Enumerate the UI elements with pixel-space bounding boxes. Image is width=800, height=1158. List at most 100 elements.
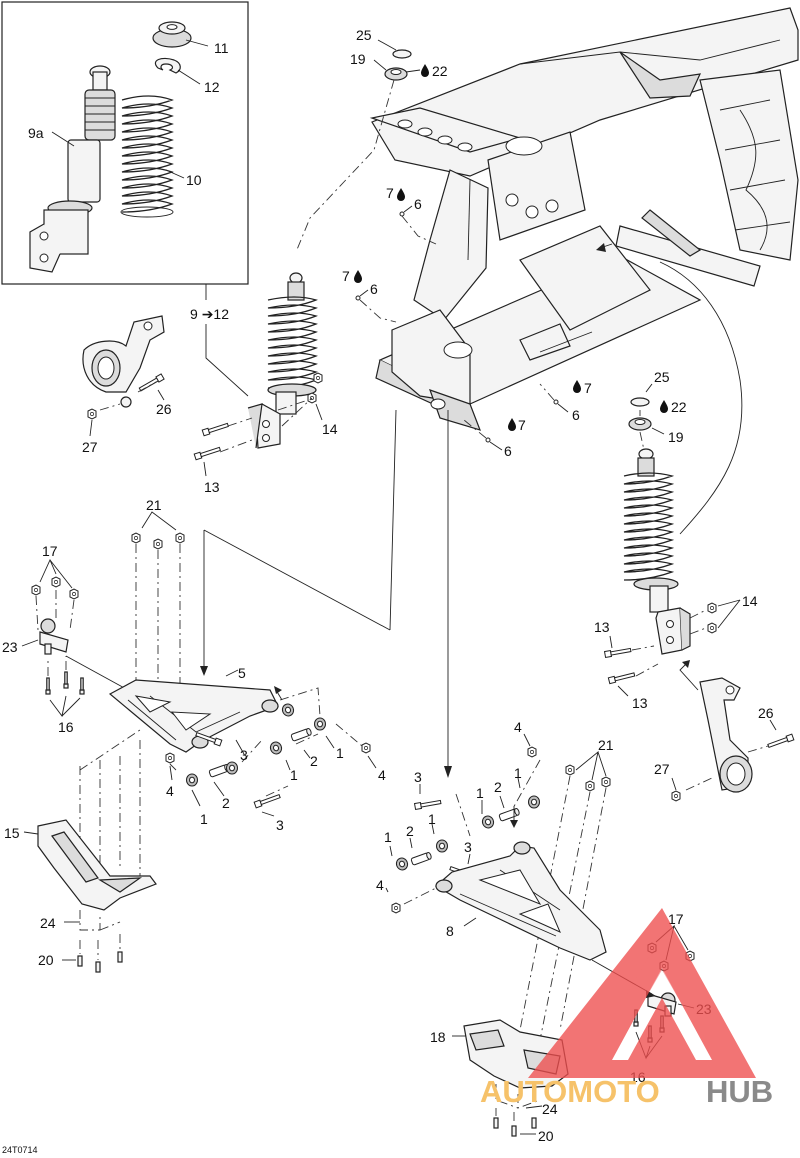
part-19-bushing-left	[384, 67, 408, 81]
callout-7-mid-b: 7	[518, 417, 526, 433]
callout-4-left-b: 4	[166, 783, 174, 799]
part-17-nut-left-b	[51, 576, 61, 588]
callout-1-left-b: 1	[290, 767, 298, 783]
callout-7-upper-a: 7	[386, 185, 394, 201]
part-13-bolt-right-a	[604, 646, 632, 658]
part-8-lower-a-arm-right	[434, 841, 607, 961]
callout-13-right-a: 13	[594, 619, 610, 635]
part-20-screws-right	[493, 1117, 537, 1137]
callout-13-left: 13	[204, 479, 220, 495]
logo-triangle-outer	[528, 908, 756, 1078]
callout-4-right-b: 4	[376, 877, 384, 893]
part-21-nut-left-c	[175, 532, 185, 544]
callout-11: 11	[214, 40, 229, 56]
callout-1-left-a: 1	[336, 745, 344, 761]
callout-3-right-b: 3	[464, 839, 472, 855]
right-steering-knuckle	[699, 677, 753, 793]
callout-6-upper-b: 6	[370, 281, 378, 297]
part-4-nut-right-b	[391, 902, 401, 914]
part-23-ball-joint-left	[39, 618, 69, 655]
callout-22-right: 22	[671, 399, 687, 415]
part-15-skid-plate-left	[37, 819, 157, 911]
callout-6-mid-b: 6	[504, 443, 512, 459]
callout-9a: 9a	[28, 125, 44, 141]
callout-24-right: 24	[542, 1101, 558, 1117]
part-5-lower-a-arm-left	[108, 679, 279, 753]
callout-14-right: 14	[742, 593, 758, 609]
callout-19-left: 19	[350, 51, 366, 67]
automotohub-logo	[528, 908, 756, 1078]
part-9a-shock-absorber	[29, 65, 116, 273]
part-27-nut-left	[87, 408, 97, 420]
inset-box: 11 12 9a 10	[1, 1, 249, 285]
callout-21-right: 21	[598, 737, 614, 753]
part-21-nut-left-b	[153, 538, 163, 550]
callout-2-right-b: 2	[406, 823, 414, 839]
part-21-nut-right-b	[585, 780, 595, 792]
callout-2-left-a: 2	[310, 753, 318, 769]
callout-25-right: 25	[654, 369, 670, 385]
callout-3-left-a: 3	[240, 747, 248, 763]
callout-2-right-a: 2	[494, 779, 502, 795]
part-13-bolt-right-b	[607, 671, 636, 685]
callout-16-left: 16	[58, 719, 74, 735]
callout-4-left-a: 4	[378, 767, 386, 783]
part-12-retainer-clip	[154, 57, 181, 74]
callout-1-right-d: 1	[384, 829, 392, 845]
callout-5: 5	[238, 665, 246, 681]
part-14-nut-right-b	[707, 622, 717, 634]
part-21-nut-left-a	[131, 532, 141, 544]
part-17-nut-left-a	[31, 584, 41, 596]
logo-text-automoto: AUTOMOTO	[480, 1074, 660, 1109]
callout-14-left: 14	[322, 421, 338, 437]
callout-20-right: 20	[538, 1128, 554, 1144]
callout-3-right-a: 3	[414, 769, 422, 785]
callout-18: 18	[430, 1029, 446, 1045]
callout-1-right-b: 1	[514, 765, 522, 781]
left-shock-assembly	[247, 272, 318, 449]
callout-27-right: 27	[654, 761, 670, 777]
callout-4-right-a: 4	[514, 719, 522, 735]
left-steering-knuckle	[82, 315, 165, 408]
right-shock-assembly	[623, 448, 691, 655]
callout-20-left: 20	[38, 952, 54, 968]
callout-7-mid-a: 7	[584, 380, 592, 396]
part-13-bolt-left-b	[193, 445, 222, 461]
callout-1-right-a: 1	[476, 785, 484, 801]
part-13-bolt-left-a	[201, 421, 230, 437]
callout-22-left: 22	[432, 63, 448, 79]
callout-9-arrow-12: 9 ➔12	[190, 306, 229, 322]
part-4-nut-left-b	[165, 752, 175, 764]
callout-3-left-b: 3	[276, 817, 284, 833]
part-26-bolt-right	[766, 733, 795, 750]
callout-17-left: 17	[42, 543, 58, 559]
part-17-nut-left-c	[69, 588, 79, 600]
vehicle-frame	[369, 7, 799, 431]
part-4-nut-left-a	[361, 742, 371, 754]
callout-2-left-b: 2	[222, 795, 230, 811]
callout-27-left: 27	[82, 439, 98, 455]
callout-10: 10	[186, 172, 202, 188]
callout-1-left-c: 1	[200, 811, 208, 827]
callout-23-left: 23	[2, 639, 18, 655]
part-11-spring-seat	[152, 21, 192, 48]
callout-17-right: 17	[668, 911, 684, 927]
callout-21-left: 21	[146, 497, 162, 513]
callout-1-right-c: 1	[428, 811, 436, 827]
part-27-nut-right	[671, 790, 681, 802]
callout-6-mid-a: 6	[572, 407, 580, 423]
callout-12: 12	[204, 79, 220, 95]
part-25-washer-right	[630, 397, 650, 407]
callout-13-right-b: 13	[632, 695, 648, 711]
part-14-nut-left-a	[313, 372, 323, 384]
callout-26-right: 26	[758, 705, 774, 721]
part-10-coil-spring	[120, 95, 174, 218]
logo-text-hub: HUB	[706, 1074, 773, 1109]
part-4-nut-right-a	[527, 746, 537, 758]
part-21-nut-right-a	[565, 764, 575, 776]
part-25-washer-left	[392, 49, 412, 59]
callout-7-upper-b: 7	[342, 268, 350, 284]
callout-8: 8	[446, 923, 454, 939]
callout-15: 15	[4, 825, 20, 841]
